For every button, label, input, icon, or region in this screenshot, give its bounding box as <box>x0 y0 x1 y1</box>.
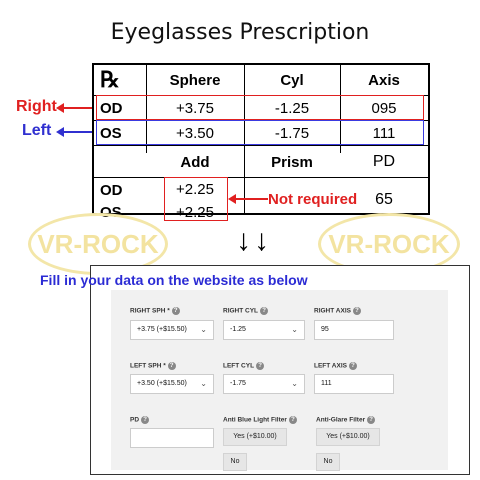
od-sphere: +3.75 <box>176 100 214 117</box>
anti-glare-no-option[interactable]: No <box>316 453 340 471</box>
chevron-down-icon: ⌄ <box>291 325 298 334</box>
left-axis-label: LEFT AXIS? <box>314 362 357 370</box>
help-icon[interactable]: ? <box>288 416 297 424</box>
od-add: +2.25 <box>176 181 214 198</box>
arrow-left-icon-red <box>56 103 94 113</box>
row-label-od: OD <box>100 100 123 117</box>
anti-blue-label: Anti Blue Light Filter? <box>223 416 297 424</box>
header-add: Add <box>180 154 210 171</box>
anti-blue-no-option[interactable]: No <box>223 453 247 471</box>
right-cyl-label: RIGHT CYL? <box>223 307 269 315</box>
od-highlight-box <box>96 95 424 120</box>
help-icon[interactable]: ? <box>367 416 376 424</box>
anti-glare-yes-option[interactable]: Yes (+$10.00) <box>316 428 380 446</box>
left-sph-label: LEFT SPH *? <box>130 362 176 370</box>
header-axis: Axis <box>368 72 400 89</box>
left-cyl-select[interactable]: -1.75⌄ <box>223 374 305 394</box>
right-sph-label: RIGHT SPH *? <box>130 307 180 315</box>
add-highlight-box <box>164 177 228 221</box>
not-required-note: Not required <box>268 191 358 208</box>
arrow-left-icon-blue <box>56 127 94 137</box>
help-icon[interactable]: ? <box>260 307 269 315</box>
chevron-down-icon: ⌄ <box>291 379 298 388</box>
form-heading: Fill in your data on the website as belo… <box>40 272 308 288</box>
anti-blue-yes-option[interactable]: Yes (+$10.00) <box>223 428 287 446</box>
anti-glare-label: Anti-Glare Filter? <box>316 416 376 424</box>
right-eye-label: Right <box>16 98 57 115</box>
os-highlight-box <box>96 120 424 145</box>
row-label-os: OS <box>100 125 122 142</box>
add-row-label-od: OD <box>100 182 123 199</box>
right-cyl-select[interactable]: -1.25⌄ <box>223 320 305 340</box>
left-cyl-label: LEFT CYL? <box>223 362 265 370</box>
header-pd: PD <box>372 153 396 170</box>
left-axis-input[interactable]: 111 <box>314 374 394 394</box>
header-sphere: Sphere <box>169 72 221 89</box>
down-arrow-icon-2: ↓ <box>254 224 269 257</box>
header-prism: Prism <box>271 154 313 171</box>
right-sph-select[interactable]: +3.75 (+$15.50)⌄ <box>130 320 214 340</box>
pd-input[interactable] <box>130 428 214 448</box>
help-icon[interactable]: ? <box>171 307 180 315</box>
header-cyl: Cyl <box>280 72 304 89</box>
help-icon[interactable]: ? <box>348 362 357 370</box>
od-axis: 095 <box>371 100 397 117</box>
pd-label: PD? <box>130 416 150 424</box>
down-arrow-icon-1: ↓ <box>236 224 251 257</box>
od-cyl: -1.25 <box>274 100 310 117</box>
left-eye-label: Left <box>22 122 52 139</box>
chevron-down-icon: ⌄ <box>200 325 207 334</box>
rx-symbol: ℞ <box>100 67 120 93</box>
right-axis-label: RIGHT AXIS? <box>314 307 361 315</box>
os-cyl: -1.75 <box>274 125 310 142</box>
help-icon[interactable]: ? <box>352 307 361 315</box>
os-add: +2.25 <box>176 204 214 221</box>
os-axis: 111 <box>372 125 396 142</box>
os-sphere: +3.50 <box>176 125 214 142</box>
left-sph-select[interactable]: +3.50 (+$15.50)⌄ <box>130 374 214 394</box>
chevron-down-icon: ⌄ <box>200 379 207 388</box>
right-axis-input[interactable]: 95 <box>314 320 394 340</box>
help-icon[interactable]: ? <box>141 416 150 424</box>
arrow-left-icon-not-required <box>228 194 268 204</box>
prescription-table: ℞ Sphere Cyl Axis OD +3.75 -1.25 095 OS … <box>92 63 430 221</box>
page-title: Eyeglasses Prescription <box>110 20 370 45</box>
help-icon[interactable]: ? <box>167 362 176 370</box>
help-icon[interactable]: ? <box>256 362 265 370</box>
pd-value: 65 <box>375 191 393 208</box>
